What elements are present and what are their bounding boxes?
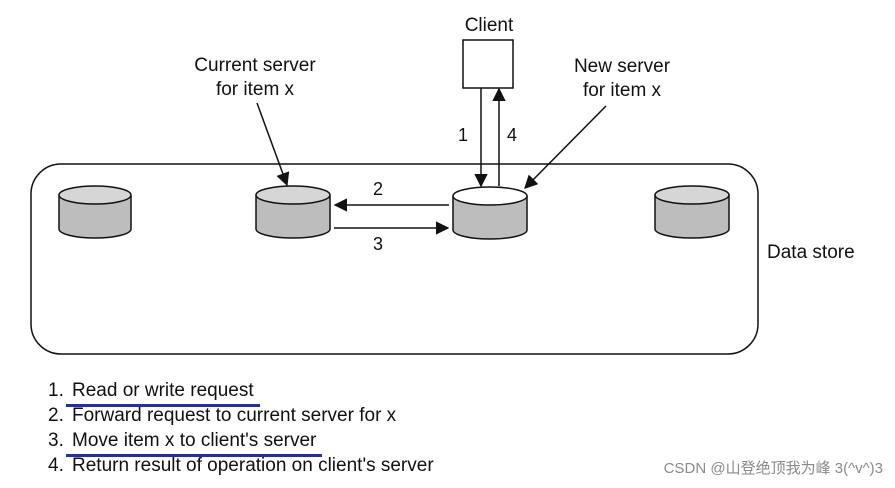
server-cylinder-1 (58, 185, 132, 239)
watermark-text: CSDN @山登绝顶我为峰 3(^v^)3 (663, 460, 883, 477)
legend-item-number: 2. (48, 405, 64, 426)
server-cylinder-4 (654, 185, 730, 239)
current-server-pointer (256, 102, 290, 187)
arrow-4-label: 4 (507, 125, 517, 145)
legend-item-number: 1. (48, 380, 64, 401)
new-server-pointer (524, 105, 607, 189)
server-cylinder-new (452, 186, 528, 240)
legend-item-1: 1.Read or write request (48, 378, 434, 407)
legend-item-number: 3. (48, 430, 64, 451)
new-server-label-line1: New server (574, 56, 671, 77)
arrow-1-label: 1 (458, 125, 468, 145)
legend-item-3: 3.Move item x to client's server (48, 428, 434, 457)
legend-item-text: Read or write request (66, 380, 260, 407)
legend-item-text: Move item x to client's server (65, 430, 323, 457)
client-label: Client (465, 15, 514, 36)
current-server-label-line1: Current server (194, 55, 316, 76)
server-cylinder-current (255, 185, 331, 239)
client-box (462, 39, 514, 89)
new-server-label-line2: for item x (583, 80, 662, 101)
legend-item-text: Return result of operation on client's s… (72, 455, 434, 476)
current-server-label-line2: for item x (216, 79, 295, 100)
legend-item-text: Forward request to current server for x (72, 405, 397, 426)
legend-item-number: 4. (48, 455, 64, 476)
arrow-2-label: 2 (373, 179, 383, 199)
arrow-3-label: 3 (373, 234, 383, 254)
data-store-box (30, 163, 759, 355)
legend-list: 1.Read or write request 2. Forward reques… (48, 378, 434, 478)
data-store-label: Data store (767, 242, 855, 263)
legend-item-4: 4. Return result of operation on client's… (48, 453, 434, 478)
legend-item-2: 2. Forward request to current server for … (48, 403, 434, 428)
